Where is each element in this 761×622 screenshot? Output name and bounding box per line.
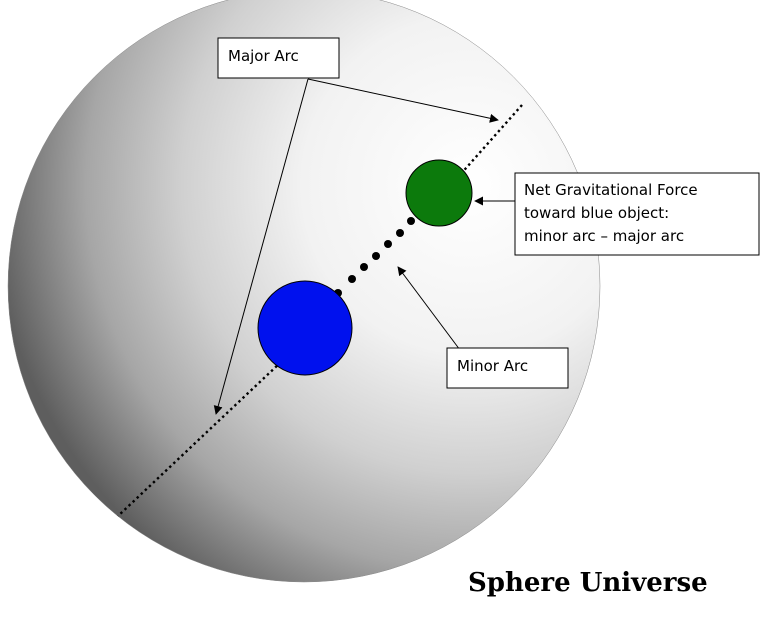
minor-arc-arrow	[397, 266, 461, 351]
blue-object	[257, 280, 353, 376]
minor-arc-label-text: Minor Arc	[457, 357, 528, 375]
net-force-label-line1: Net Gravitational Force	[524, 181, 698, 199]
major-arc-arrow-down	[213, 78, 309, 415]
diagram-title: Sphere Universe	[468, 568, 708, 598]
major-arc-label-text: Major Arc	[228, 47, 299, 65]
major-arc-dotted-path-lower	[117, 361, 282, 517]
net-force-label-line3: minor arc – major arc	[524, 227, 684, 245]
major-arc-label: Major Arc	[217, 37, 340, 79]
major-arc-arrow-right	[307, 78, 499, 123]
net-force-label: Net Gravitational Force toward blue obje…	[514, 172, 760, 256]
net-force-label-line2: toward blue object:	[524, 204, 669, 222]
green-object	[405, 159, 473, 227]
minor-arc-label: Minor Arc	[446, 347, 569, 389]
major-arc-dotted-path-upper	[458, 104, 523, 177]
minor-arc-dotted-path	[334, 217, 415, 297]
